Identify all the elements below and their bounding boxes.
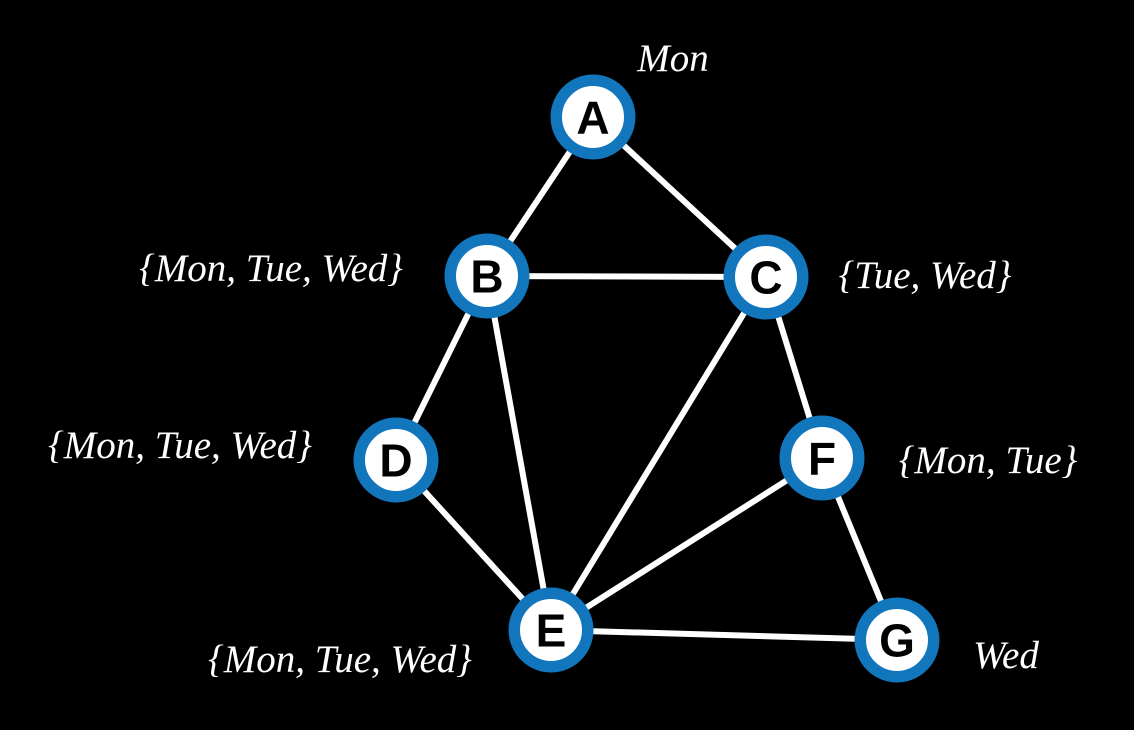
node-F-letter: F [808,433,836,485]
node-E-circle [508,587,594,673]
edge-B-C [484,273,769,280]
node-C-domain-label: {Tue, Wed} [839,254,1012,297]
node-A-letter: A [576,92,609,144]
node-D-circle [353,417,439,503]
node-F-circle [779,415,865,501]
edge-E-G [548,627,900,643]
node-D-letter: D [379,435,412,487]
edge-E-F [548,455,825,633]
node-G-circle [854,597,940,683]
node-B-letter: B [470,251,503,303]
edge-B-E [484,273,554,633]
node-B-domain-label: {Mon, Tue, Wed} [139,247,403,290]
edge-C-E [548,274,769,633]
node-B-circle [444,233,530,319]
node-G-domain-label: Wed [973,634,1039,677]
node-C-letter: C [749,252,782,304]
node-C-circle [723,234,809,320]
node-D-domain-label: {Mon, Tue, Wed} [48,424,312,467]
node-F-domain-label: {Mon, Tue} [899,439,1078,482]
node-A-circle [550,74,636,160]
node-E-letter: E [536,605,567,657]
node-G-letter: G [879,615,915,667]
node-A-domain-label: Mon [636,37,709,80]
node-E-domain-label: {Mon, Tue, Wed} [208,638,472,681]
